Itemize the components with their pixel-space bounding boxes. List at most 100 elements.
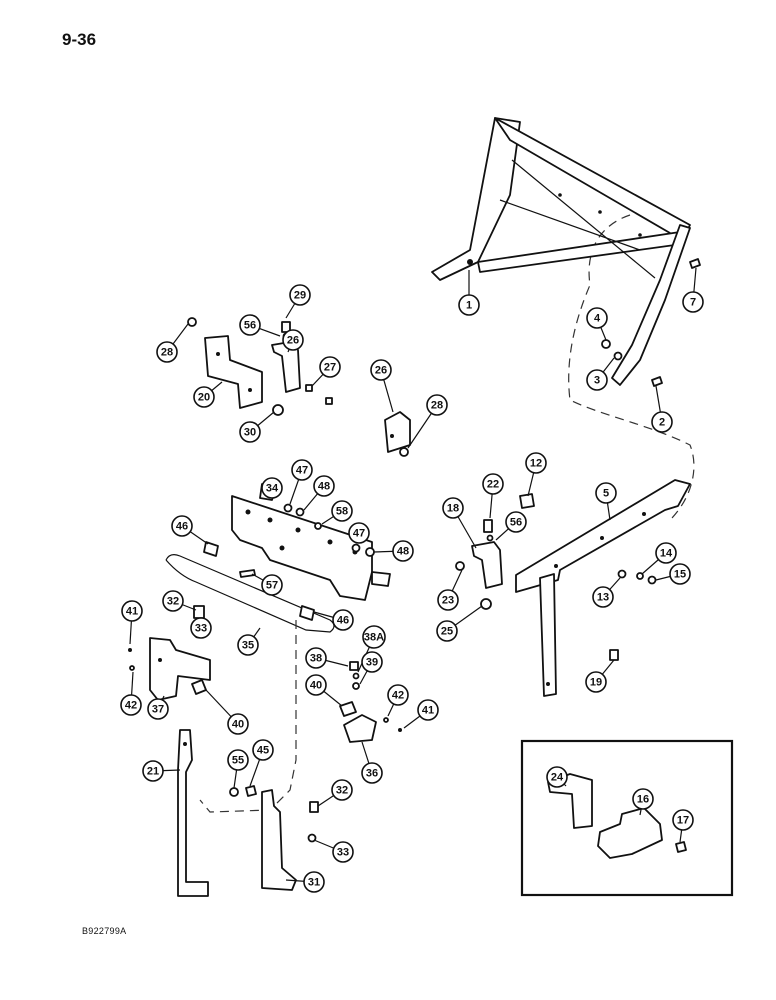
callout-18: 18 bbox=[442, 497, 464, 519]
callout-36: 36 bbox=[361, 762, 383, 784]
nut-13 bbox=[617, 569, 627, 579]
clip-46-b bbox=[299, 605, 315, 621]
bolt-27 bbox=[305, 384, 313, 392]
nut-4 bbox=[601, 339, 611, 349]
callout-13: 13 bbox=[592, 586, 614, 608]
callout-46: 46 bbox=[171, 515, 193, 537]
callout-45: 45 bbox=[252, 739, 274, 761]
nut-55 bbox=[229, 787, 239, 797]
callout-47: 47 bbox=[291, 459, 313, 481]
callout-label: 14 bbox=[660, 548, 673, 560]
clip-42-left bbox=[129, 665, 135, 671]
callout-26: 26 bbox=[370, 359, 392, 381]
callout-12: 12 bbox=[525, 452, 547, 474]
callout-label: 40 bbox=[310, 680, 322, 692]
callout-14: 14 bbox=[655, 542, 677, 564]
callout-label: 46 bbox=[176, 521, 188, 533]
page-number: 9-36 bbox=[62, 30, 97, 49]
nut-28-left bbox=[187, 317, 197, 327]
callout-label: 56 bbox=[510, 517, 522, 529]
callout-22: 22 bbox=[482, 473, 504, 495]
callout-56: 56 bbox=[239, 314, 261, 336]
washer-14 bbox=[636, 572, 644, 580]
callout-label: 46 bbox=[337, 615, 349, 627]
nut-28-right bbox=[399, 447, 409, 457]
callout-41: 41 bbox=[121, 600, 143, 622]
bolt-7 bbox=[689, 258, 701, 269]
phantom-chute bbox=[199, 620, 297, 813]
bracket-16 bbox=[597, 807, 663, 859]
callout-label: 41 bbox=[422, 705, 434, 717]
callout-label: 37 bbox=[152, 704, 164, 716]
callout-label: 26 bbox=[287, 335, 299, 347]
callout-label: 36 bbox=[366, 768, 378, 780]
bolt-23 bbox=[483, 519, 493, 533]
bolt-17 bbox=[675, 841, 687, 853]
callout-30: 30 bbox=[239, 421, 261, 443]
callout-32: 32 bbox=[331, 779, 353, 801]
callout-label: 42 bbox=[392, 690, 404, 702]
phantom-outline bbox=[568, 214, 695, 521]
rod-35 bbox=[165, 554, 335, 633]
callout-37: 37 bbox=[147, 698, 169, 720]
callout-label: 2 bbox=[659, 417, 665, 429]
callout-42: 42 bbox=[120, 694, 142, 716]
bar-5 bbox=[515, 479, 691, 697]
callout-label: 12 bbox=[530, 458, 542, 470]
callout-41: 41 bbox=[417, 699, 439, 721]
callout-label: 32 bbox=[336, 785, 348, 797]
spacer-30 bbox=[272, 404, 284, 416]
callout-label: 7 bbox=[690, 297, 696, 309]
callout-47: 47 bbox=[348, 522, 370, 544]
callout-label: 32 bbox=[167, 596, 179, 608]
callout-label: 39 bbox=[366, 657, 378, 669]
callout-label: 13 bbox=[597, 592, 609, 604]
callout-label: 42 bbox=[125, 700, 137, 712]
clip-46-a bbox=[203, 541, 219, 557]
callout-38a: 38A bbox=[362, 625, 386, 649]
callout-label: 55 bbox=[232, 755, 244, 767]
callout-label: 30 bbox=[244, 427, 256, 439]
clip-40-right bbox=[339, 701, 357, 717]
callout-28: 28 bbox=[156, 341, 178, 363]
callout-57: 57 bbox=[261, 574, 283, 596]
callout-label: 41 bbox=[126, 606, 138, 618]
callout-39: 39 bbox=[361, 651, 383, 673]
callout-17: 17 bbox=[672, 809, 694, 831]
callout-1: 1 bbox=[458, 294, 480, 316]
callout-label: 1 bbox=[466, 300, 472, 312]
callout-label: 24 bbox=[551, 772, 564, 784]
callout-56: 56 bbox=[505, 511, 527, 533]
callout-46: 46 bbox=[332, 609, 354, 631]
bolt-45 bbox=[245, 785, 257, 797]
callout-48: 48 bbox=[313, 475, 335, 497]
washer-58 bbox=[314, 522, 322, 530]
bolt-2 bbox=[651, 376, 663, 387]
washer-56-right bbox=[486, 534, 494, 542]
callout-19: 19 bbox=[585, 671, 607, 693]
spacer-24 bbox=[480, 598, 492, 610]
callout-label: 33 bbox=[337, 847, 349, 859]
callout-5: 5 bbox=[595, 482, 617, 504]
callout-label: 28 bbox=[431, 400, 443, 412]
bolt-32-lower bbox=[309, 801, 319, 813]
callout-label: 48 bbox=[318, 481, 330, 493]
callout-label: 4 bbox=[594, 313, 601, 325]
callout-label: 38A bbox=[364, 632, 384, 644]
callout-7: 7 bbox=[682, 291, 704, 313]
callout-label: 17 bbox=[677, 815, 689, 827]
bolt-32-upper bbox=[193, 605, 205, 619]
callout-48: 48 bbox=[392, 540, 414, 562]
callout-32: 32 bbox=[162, 590, 184, 612]
callout-label: 35 bbox=[242, 640, 254, 652]
callout-25: 25 bbox=[436, 620, 458, 642]
callout-label: 31 bbox=[308, 877, 320, 889]
nut-48-a bbox=[295, 507, 305, 517]
callout-33: 33 bbox=[190, 617, 212, 639]
callout-label: 21 bbox=[147, 766, 159, 778]
chute-31 bbox=[261, 789, 297, 891]
callout-35: 35 bbox=[237, 634, 259, 656]
callout-label: 23 bbox=[442, 595, 454, 607]
callout-33: 33 bbox=[332, 841, 354, 863]
callout-label: 3 bbox=[594, 375, 600, 387]
